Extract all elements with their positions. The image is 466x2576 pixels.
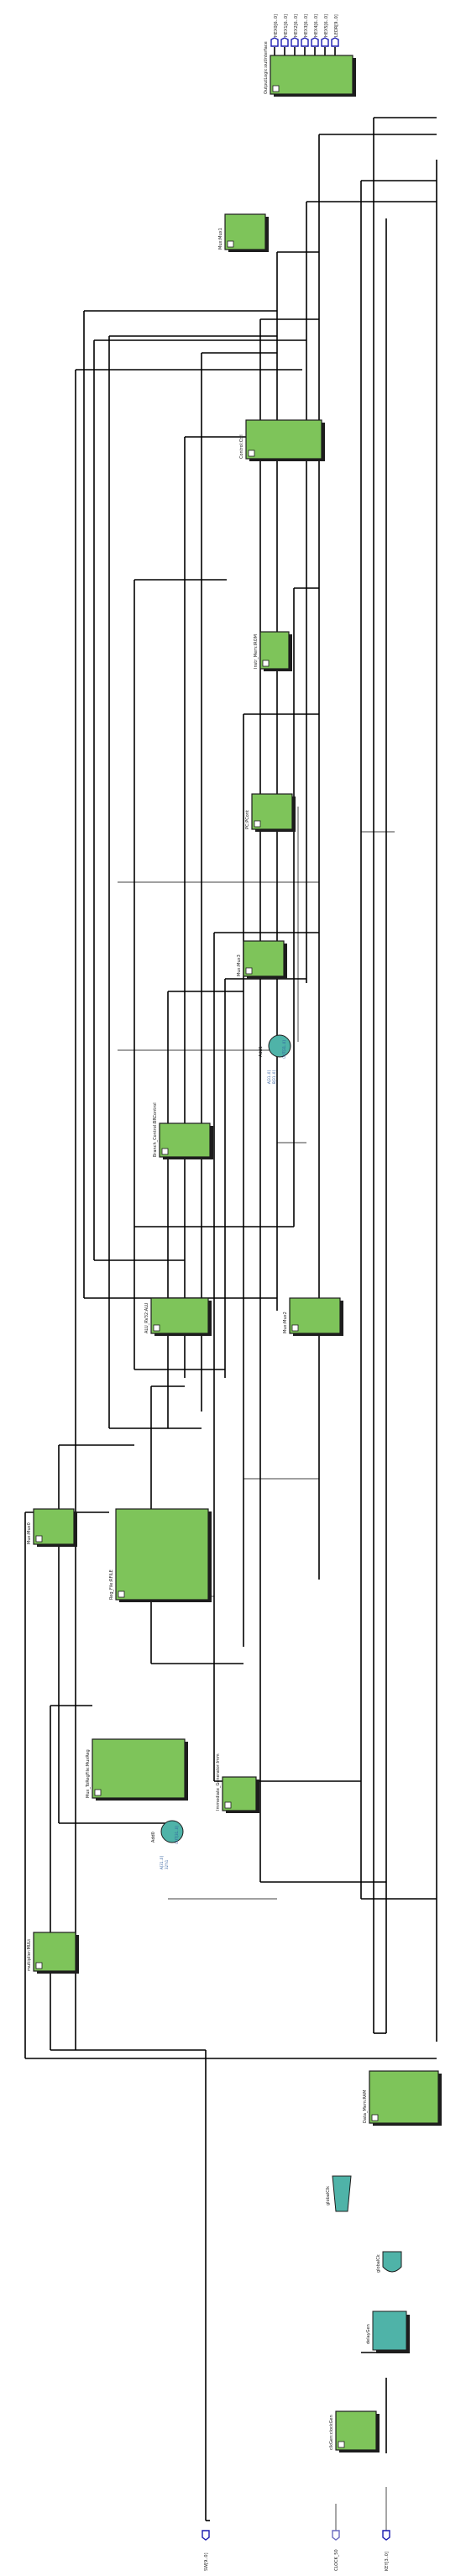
block-branch[interactable]: Branch_Control:BRControl	[153, 1102, 213, 1159]
expand-icon[interactable]	[291, 1324, 299, 1332]
input-pin-label: SW[9..0]	[204, 2552, 209, 2571]
block-data-mem[interactable]: Data_Mem:RAM	[363, 2070, 442, 2126]
block-title: Instr_Mem:IROM	[254, 634, 259, 669]
global-ck-buffer[interactable]: globalCk	[376, 2251, 402, 2273]
output-pin-ledr[interactable]: LEDR[9..0]	[331, 14, 339, 47]
expand-icon[interactable]	[338, 2441, 345, 2448]
block-control[interactable]: Control:Ctrl	[239, 419, 325, 461]
block-imm-gen[interactable]: Immediate_Generator:Imm	[216, 1753, 259, 1813]
output-pin-hex5[interactable]: HEX5[6..0]	[321, 14, 329, 47]
input-pin-label: CLOCK_50	[334, 2549, 339, 2571]
expand-icon[interactable]	[35, 1962, 43, 1969]
global-ck-title: globalCk	[376, 2254, 381, 2273]
block-title: Branch_Control:BRControl	[153, 1102, 158, 1157]
global-clk-title: globalClk	[326, 2186, 331, 2205]
input-pin-clock[interactable]: CLOCK_50	[332, 2530, 340, 2571]
expand-icon[interactable]	[262, 660, 270, 667]
block-body	[369, 2070, 439, 2124]
expand-icon[interactable]	[35, 1535, 43, 1543]
wire-network	[24, 117, 437, 2537]
block-title: Mux:Mux1	[218, 228, 223, 250]
input-pins: SW[9..0] CLOCK_50 KEY[3..0]	[202, 2530, 390, 2571]
block-title: Mux:Mux3	[237, 954, 242, 976]
block-alu[interactable]: ALU_RV32:ALU	[144, 1297, 212, 1336]
adder-b-label: B[31..0]	[272, 1070, 276, 1084]
block-instr-mem[interactable]: Instr_Mem:IROM	[254, 631, 292, 671]
block-title: Mux:Mux0	[27, 1522, 32, 1544]
adder-add1[interactable]: Add1 A[31..0] B[31..0] OUT[31..0]	[259, 1034, 291, 1084]
adder-b-label: 32'h1	[165, 1859, 169, 1869]
input-pin-label: KEY[3..0]	[385, 2552, 390, 2571]
output-pin-label: HEX3[6..0]	[304, 14, 309, 37]
block-body	[92, 1738, 186, 1799]
input-pin-sw[interactable]: SW[9..0]	[202, 2530, 210, 2571]
output-pin-label: HEX5[6..0]	[324, 14, 329, 37]
input-pin-key[interactable]: KEY[3..0]	[382, 2530, 390, 2571]
block-layer: OutputLogic:outInterfaceMux:Mux1Control:…	[27, 41, 442, 2452]
block-title: ALU_RV32:ALU	[144, 1302, 149, 1333]
expand-icon[interactable]	[272, 85, 280, 92]
output-pin-label: HEX0[6..0]	[274, 14, 279, 37]
output-pin-hex0[interactable]: HEX0[6..0]	[270, 14, 279, 47]
output-pin-hex2[interactable]: HEX2[6..0]	[291, 14, 299, 47]
block-mux-to-regfile[interactable]: Mux_ToRegFile:MuxReg	[86, 1738, 188, 1801]
expand-icon[interactable]	[245, 967, 253, 975]
block-body	[270, 55, 353, 95]
block-title: Immediate_Generator:Imm	[216, 1753, 221, 1811]
output-pin-hex4[interactable]: HEX4[6..0]	[311, 14, 319, 47]
expand-icon[interactable]	[153, 1324, 160, 1332]
block-mux2[interactable]: Mux:Mux2	[283, 1297, 343, 1336]
block-title: Mux_ToRegFile:MuxReg	[86, 1749, 91, 1798]
output-pin-hex1[interactable]: HEX1[6..0]	[280, 14, 289, 47]
block-title: OutputLogic:outInterface	[264, 41, 269, 94]
block-body	[259, 631, 290, 670]
block-regfile[interactable]: Reg_File:RFILE	[109, 1508, 212, 1602]
expand-icon[interactable]	[371, 2114, 379, 2121]
expand-icon[interactable]	[254, 820, 261, 828]
block-body	[243, 940, 285, 977]
block-output-logic[interactable]: OutputLogic:outInterface	[264, 41, 356, 97]
expand-icon[interactable]	[94, 1789, 102, 1796]
block-body	[150, 1297, 209, 1334]
block-title: PC:PCont	[245, 810, 250, 829]
adder-out-label: OUT[31..0]	[175, 1826, 179, 1844]
adder-title: Add0	[151, 1832, 156, 1843]
expand-icon[interactable]	[227, 240, 234, 248]
output-pin-label: LEDR[9..0]	[334, 14, 339, 37]
block-mux1[interactable]: Mux:Mux1	[218, 213, 269, 252]
adder-a-label: A[31..0]	[267, 1070, 271, 1084]
block-body	[245, 419, 322, 460]
block-title: multiplier:MULt	[27, 1939, 32, 1971]
block-title: Reg_File:RFILE	[109, 1569, 114, 1600]
adder-a-label: A[31..0]	[160, 1856, 164, 1869]
block-body	[115, 1508, 209, 1601]
block-mult[interactable]: multiplier:MULt	[27, 1932, 79, 1974]
expand-icon[interactable]	[161, 1148, 169, 1155]
block-title: Data_Mem:RAM	[363, 2090, 368, 2123]
block-pc[interactable]: PC:PCont	[245, 793, 296, 832]
output-pin-label: HEX2[6..0]	[294, 14, 299, 37]
expand-icon[interactable]	[118, 1590, 125, 1598]
output-pin-hex3[interactable]: HEX3[6..0]	[301, 14, 309, 47]
output-pin-label: HEX1[6..0]	[284, 14, 289, 37]
adder-add0[interactable]: Add0 A[31..0] 32'h1 OUT[31..0]	[151, 1820, 184, 1869]
block-title: Mux:Mux2	[283, 1312, 288, 1333]
block-mux3[interactable]: Mux:Mux3	[237, 940, 287, 979]
adder-title: Add1	[259, 1046, 264, 1057]
delay-gen-block[interactable]: delayGen	[366, 2311, 410, 2353]
block-mux0[interactable]: Mux:Mux0	[27, 1508, 77, 1547]
expand-icon[interactable]	[224, 1801, 232, 1809]
output-pins: HEX0[6..0] HEX1[6..0] HEX2[6..0] HEX3[6.…	[270, 14, 339, 57]
expand-icon[interactable]	[248, 449, 255, 457]
adder-out-label: OUT[31..0]	[282, 1040, 286, 1059]
delay-gen-title: delayGen	[366, 2324, 371, 2344]
block-title: clkGen:clockGen	[329, 2415, 334, 2450]
global-clk-buffer[interactable]: globalClk	[326, 2175, 352, 2212]
block-clock-gen[interactable]: clkGen:clockGen	[329, 2410, 380, 2452]
output-pin-label: HEX4[6..0]	[314, 14, 319, 37]
block-title: Control:Ctrl	[239, 434, 244, 459]
